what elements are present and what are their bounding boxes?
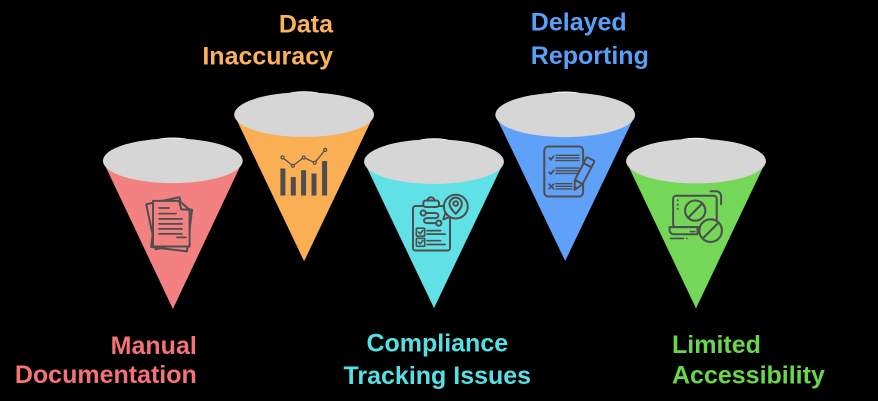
svg-text:Delayed: Delayed: [531, 9, 627, 37]
svg-text:Limited: Limited: [672, 331, 761, 359]
svg-text:Manual: Manual: [111, 332, 197, 360]
svg-text:Data: Data: [279, 11, 334, 39]
svg-text:Reporting: Reporting: [531, 42, 649, 70]
svg-text:Accessibility: Accessibility: [672, 361, 825, 389]
svg-text:Documentation: Documentation: [15, 361, 197, 389]
svg-text:Inaccuracy: Inaccuracy: [202, 42, 333, 70]
svg-text:Compliance: Compliance: [366, 329, 508, 357]
svg-text:Tracking Issues: Tracking Issues: [343, 362, 531, 390]
